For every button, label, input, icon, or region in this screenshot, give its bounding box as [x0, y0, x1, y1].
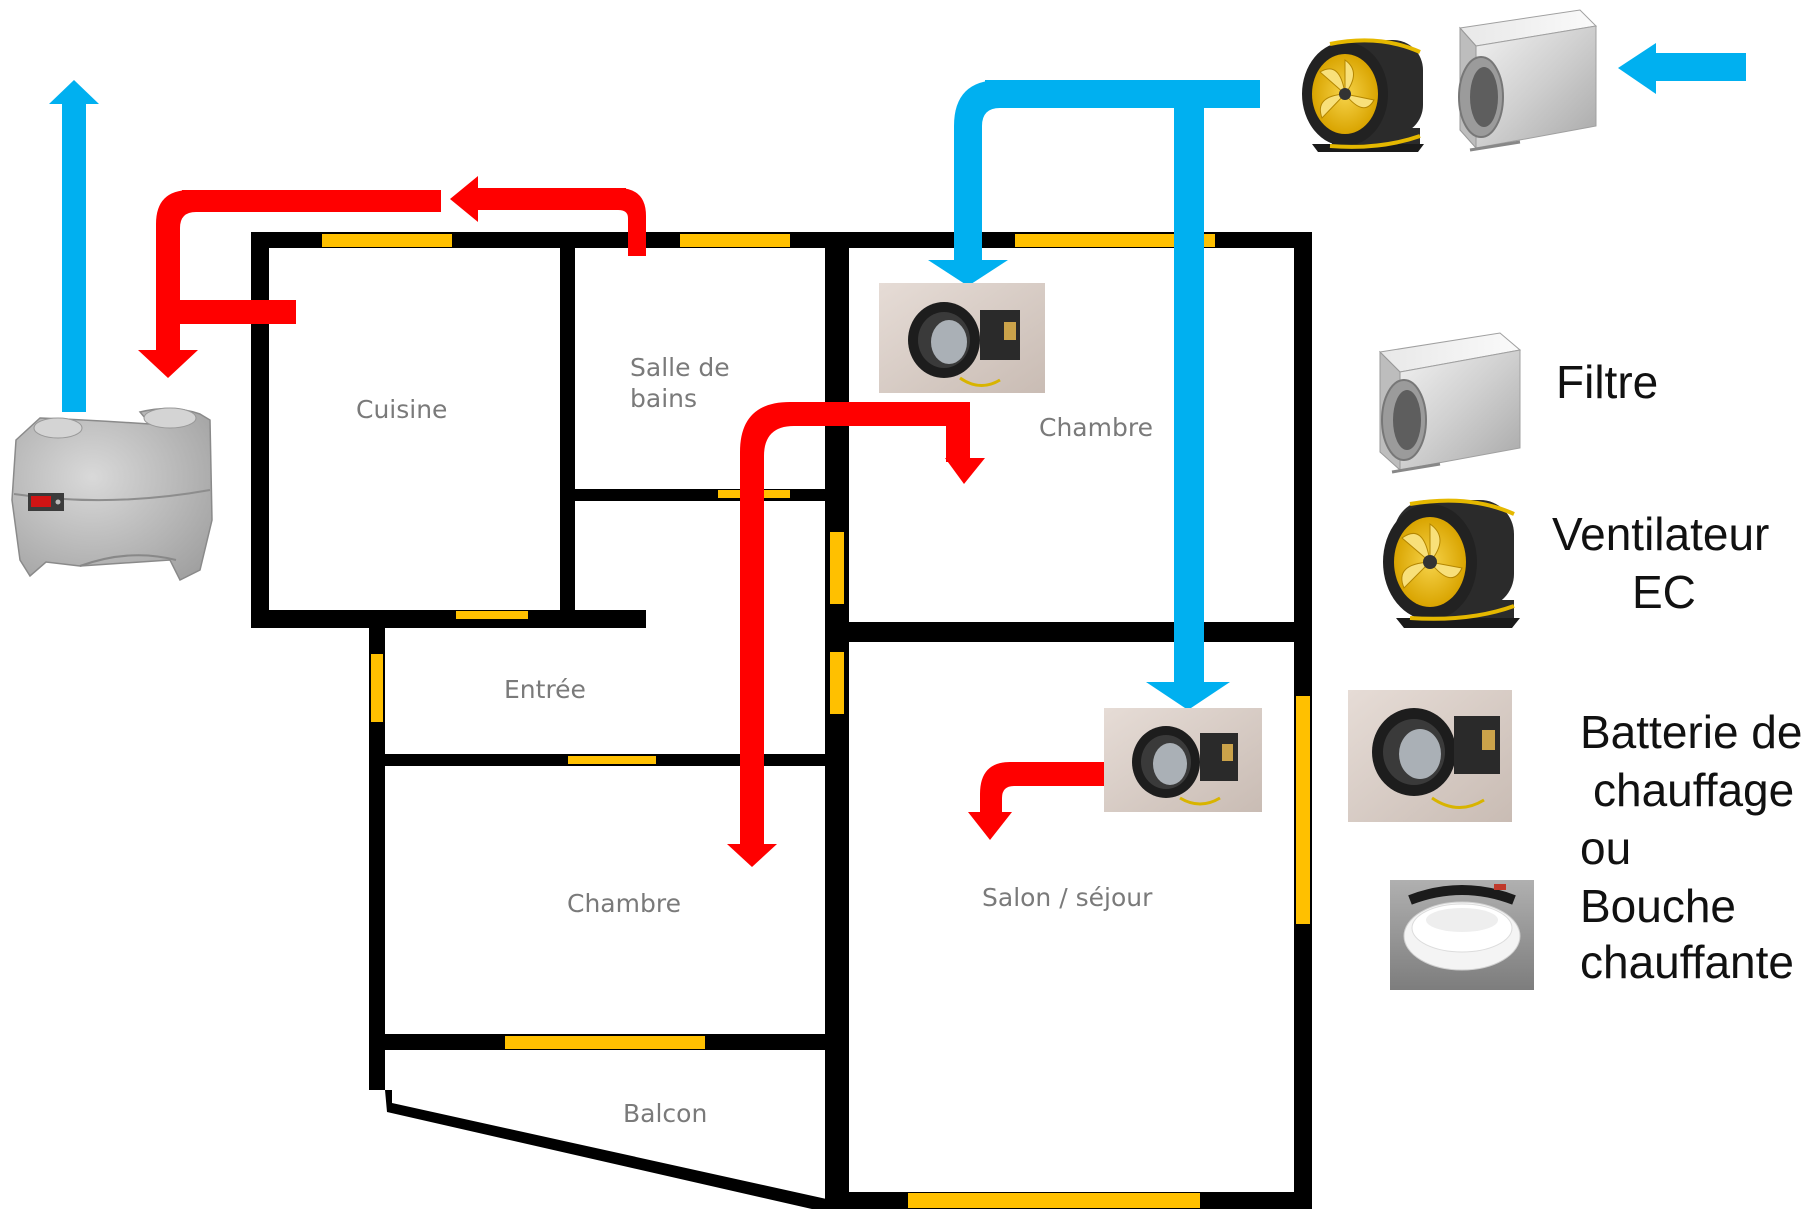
legend-diffuser-icon: [1390, 880, 1534, 990]
legend-label-batterie-1: Batterie de: [1580, 706, 1802, 758]
duct-heater-icon: [879, 283, 1045, 393]
room-label-salle-de-bains-1: Salle de: [630, 353, 730, 382]
legend-filter-icon: [1378, 332, 1522, 474]
room-label-balcon: Balcon: [623, 1099, 707, 1128]
room-label-cuisine: Cuisine: [356, 395, 447, 424]
legend-label-bouche-1: Bouche: [1580, 880, 1736, 932]
openings: [322, 234, 1310, 1208]
balcony-outline: [385, 1090, 831, 1209]
room-label-entree: Entrée: [504, 675, 586, 704]
legend-label-ventilateur-2: EC: [1632, 566, 1696, 618]
room-label-salon: Salon / séjour: [982, 883, 1153, 912]
vmc-unit-icon: [11, 407, 213, 582]
legend-label-batterie-2: chauffage: [1593, 764, 1794, 816]
extract-air-ducts: [138, 176, 1120, 867]
legend-label-ventilateur-1: Ventilateur: [1552, 508, 1769, 560]
legend-label-batterie-3: ou: [1580, 822, 1631, 874]
filter-box-icon: [1458, 9, 1598, 152]
ec-fan-icon: [1302, 38, 1424, 152]
duct-heater-icon: [1104, 708, 1262, 812]
legend-fan-icon: [1383, 498, 1520, 628]
room-label-chambre-bottom: Chambre: [567, 889, 681, 918]
legend-label-bouche-2: chauffante: [1580, 936, 1794, 988]
room-label-chambre-top: Chambre: [1039, 413, 1153, 442]
fresh-air-ducts: [49, 43, 1746, 710]
legend-heater-icon: [1348, 690, 1512, 822]
legend-label-filtre: Filtre: [1556, 356, 1658, 408]
room-label-salle-de-bains-2: bains: [630, 384, 697, 413]
